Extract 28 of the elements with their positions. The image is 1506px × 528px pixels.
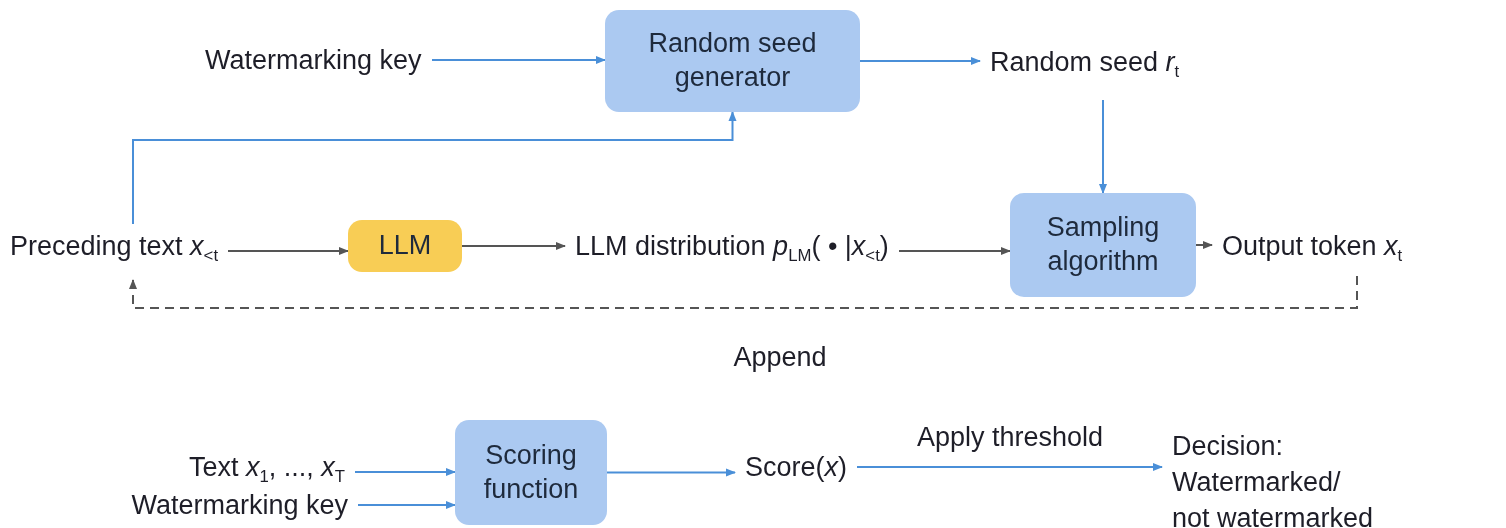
flow-text: Decision: Watermarked/ not watermarked xyxy=(1172,428,1384,528)
arrow xyxy=(1099,99,1107,194)
box-label: LLM xyxy=(378,229,432,263)
arrow xyxy=(129,275,1358,309)
arrow xyxy=(461,242,566,250)
box-label: Random seed generator xyxy=(647,27,818,94)
box-label: Sampling algorithm xyxy=(1045,211,1161,278)
flow-text: Score(x) xyxy=(745,449,848,485)
arrow xyxy=(357,501,456,509)
flow-text: Random seed r$_{t}$ xyxy=(990,44,1180,90)
arrow xyxy=(859,57,981,65)
arrow xyxy=(431,56,606,64)
flow-text: LLM distribution p$_{LM}$( • |x$_{<t}$) xyxy=(575,228,889,274)
process-box xyxy=(1010,193,1196,297)
arrow xyxy=(227,247,349,255)
flow-text: Watermarking key xyxy=(205,42,422,78)
box-label: Scoring function xyxy=(482,438,580,506)
process-box xyxy=(455,420,607,525)
arrow xyxy=(606,468,736,477)
arrow xyxy=(1195,241,1213,249)
arrow xyxy=(354,468,456,476)
arrow xyxy=(898,247,1011,255)
flow-text: Preceding text x$_{<t}$ xyxy=(10,228,219,274)
arrow xyxy=(132,111,737,225)
process-box xyxy=(348,220,462,272)
process-box xyxy=(605,10,860,112)
arrow xyxy=(856,463,1163,471)
flow-text: Output token x$_{t}$ xyxy=(1222,228,1403,274)
